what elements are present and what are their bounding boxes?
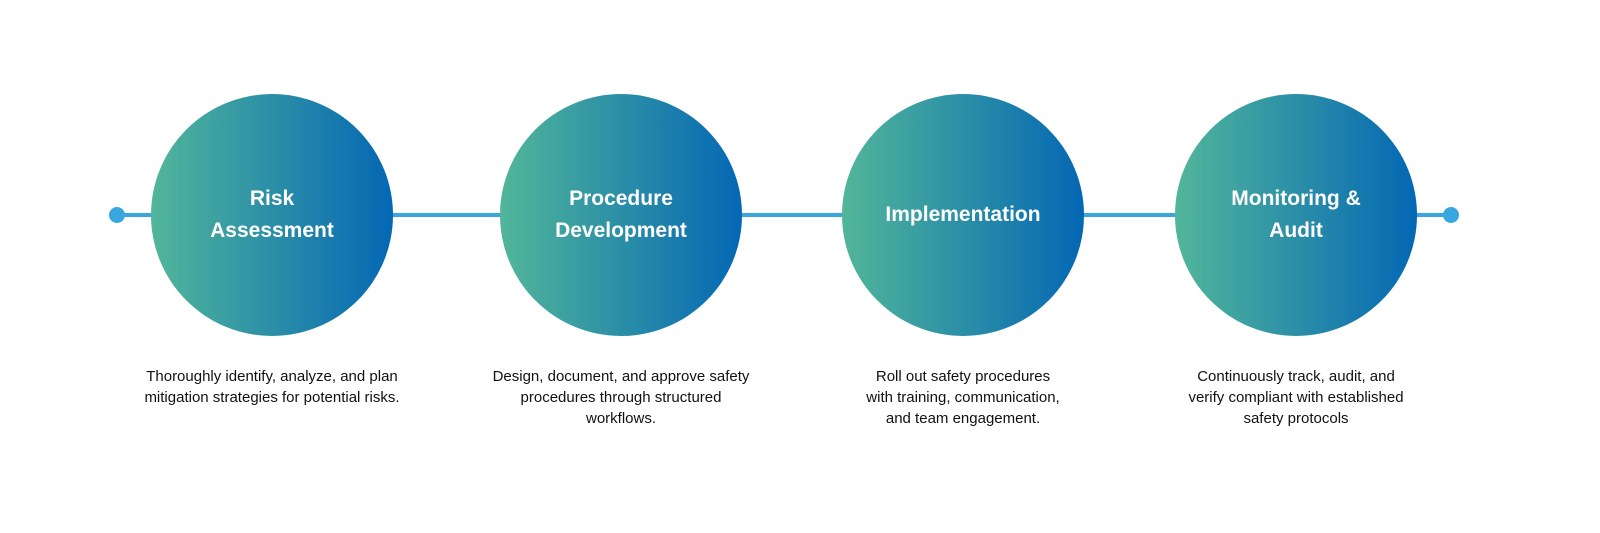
step-risk-assessment: Risk Assessment Thoroughly identify, ana…	[122, 94, 422, 408]
timeline-start-dot	[109, 207, 125, 223]
step-implementation: Implementation Roll out safety procedure…	[813, 94, 1113, 429]
step-title: Monitoring & Audit	[1231, 187, 1361, 242]
step-circle: Procedure Development	[500, 94, 742, 336]
step-title: Procedure Development	[555, 187, 687, 242]
step-description: Continuously track, audit, and verify co…	[1188, 368, 1404, 427]
step-monitoring-audit: Monitoring & Audit Continuously track, a…	[1146, 94, 1446, 429]
timeline-connector	[117, 213, 1451, 217]
step-description: Thoroughly identify, analyze, and plan m…	[144, 368, 400, 406]
step-procedure-development: Procedure Development Design, document, …	[471, 94, 771, 429]
timeline-end-dot	[1443, 207, 1459, 223]
step-circle: Risk Assessment	[151, 94, 393, 336]
step-title: Risk Assessment	[210, 187, 334, 242]
step-title: Implementation	[885, 203, 1041, 226]
step-description: Roll out safety procedures with training…	[866, 368, 1060, 427]
step-description: Design, document, and approve safety pro…	[492, 368, 750, 427]
step-circle: Monitoring & Audit	[1175, 94, 1417, 336]
step-circle: Implementation	[842, 94, 1084, 336]
